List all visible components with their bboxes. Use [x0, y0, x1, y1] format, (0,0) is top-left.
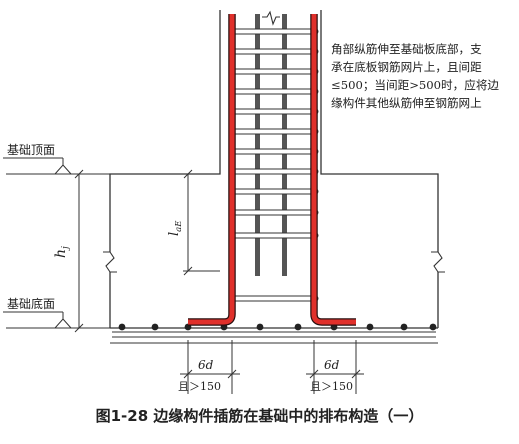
- dim-right-tick-a: [309, 369, 319, 379]
- level-marks: [3, 157, 110, 329]
- annotation-note: 角部纵筋伸至基础板底部，支 承在底板钢筋网片上，且间距 ≤500；当间距>500…: [331, 40, 513, 112]
- wall-left-edge: [109, 10, 221, 252]
- stirrup: [228, 48, 319, 55]
- mesh-dot: [256, 323, 264, 331]
- inner-bar-right: [282, 14, 287, 276]
- inner-longitudinal-bars: [255, 14, 287, 276]
- note-line-1: 角部纵筋伸至基础板底部，支: [331, 42, 482, 56]
- dim-right-label: 6d: [324, 358, 340, 372]
- mesh-dot: [366, 323, 374, 331]
- hj-tick-bottom: [74, 323, 84, 333]
- inner-bar-left: [255, 14, 260, 276]
- stirrup: [228, 88, 319, 95]
- bottom-mesh: [112, 323, 437, 338]
- break-symbol-left: [103, 251, 117, 273]
- stirrup: [228, 188, 319, 195]
- mesh-dot: [429, 323, 437, 331]
- lae-tick-bottom: [183, 266, 193, 276]
- foundation-bottom-label: 基础底面: [7, 296, 55, 311]
- stirrup: [228, 68, 319, 75]
- mesh-dot: [400, 323, 408, 331]
- stirrups: [228, 28, 319, 302]
- lae-label: laE: [167, 220, 184, 236]
- stirrup: [228, 28, 319, 35]
- dimension-6d-right: [306, 340, 364, 394]
- break-symbol-wall-top: [262, 10, 280, 26]
- dim-left-label: 6d: [198, 358, 214, 372]
- corner-bar-left: [188, 14, 235, 325]
- dim-left-tick-a: [183, 369, 193, 379]
- hj-dimension: [74, 169, 84, 333]
- dimension-6d-left: [180, 340, 240, 394]
- dim-left-tick-b: [227, 369, 237, 379]
- stirrup: [228, 232, 319, 239]
- stirrup: [228, 295, 319, 302]
- note-line-2: 承在底板钢筋网片上，且间距: [331, 60, 482, 74]
- stirrup: [228, 209, 319, 216]
- corner-bar-left-outline: [188, 14, 236, 326]
- lae-dimension: [183, 169, 220, 276]
- hj-tick-top: [74, 169, 84, 179]
- note-line-4: 缘构件其他纵筋伸至钢筋网上: [331, 96, 482, 110]
- concrete-outline: [109, 10, 439, 344]
- corner-anchored-bars: [188, 14, 356, 326]
- foundation-bottom-triangle: [54, 318, 72, 329]
- mesh-dot: [118, 323, 126, 331]
- dim-left-spacing: 且＞150: [178, 380, 221, 393]
- wall-right-edge: [320, 10, 439, 252]
- stirrup: [228, 168, 319, 175]
- corner-bar-right: [311, 14, 356, 325]
- foundation-top-triangle: [54, 164, 72, 175]
- dim-right-spacing: 且＞150: [310, 380, 353, 393]
- break-symbol-right: [431, 251, 445, 273]
- hj-label: hj: [53, 246, 71, 258]
- mesh-dot: [294, 323, 302, 331]
- note-line-3: ≤500；当间距>500时，应将边: [331, 78, 500, 92]
- stirrup: [228, 128, 319, 135]
- foundation-top-label: 基础顶面: [7, 143, 55, 157]
- figure-caption: 图1-28 边缘构件插筋在基础中的排布构造（一）: [95, 407, 424, 425]
- break-symbols: [103, 10, 445, 273]
- lae-tick-top: [183, 169, 193, 179]
- mesh-dot: [151, 323, 159, 331]
- stirrup: [228, 108, 319, 115]
- stirrup: [228, 148, 319, 155]
- dim-right-tick-b: [351, 369, 361, 379]
